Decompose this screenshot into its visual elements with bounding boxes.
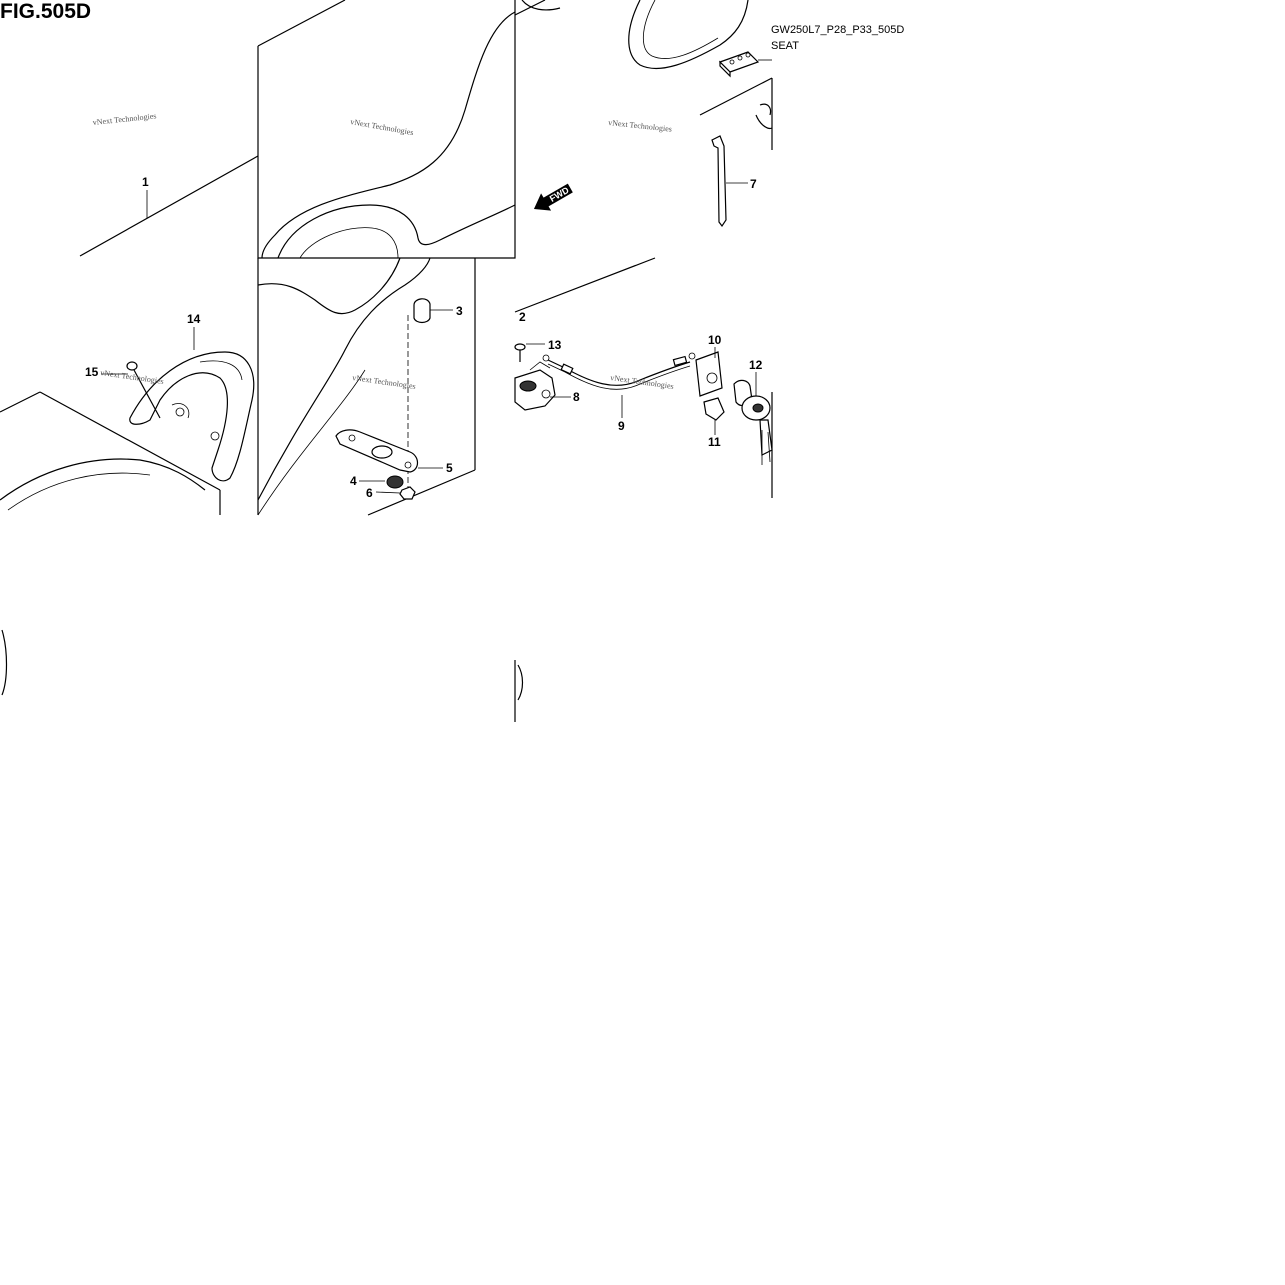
watermark: vNext Technologies [350,117,415,137]
part-6-nut [399,486,416,500]
part-5-plate [335,429,419,473]
watermark: vNext Technologies [352,373,417,391]
callout-15: 15 [85,365,99,379]
part-15-bolt [126,361,161,419]
part-14-grab-rail [129,351,255,482]
connector [718,51,760,78]
seat-body [0,0,773,722]
part-11-clamp [703,397,725,421]
part-4-grommet [386,475,404,489]
callout-10: 10 [708,333,722,347]
part-8-seat-lock [514,361,556,411]
leader-lines [101,59,772,494]
part-9-cable [542,352,696,390]
callout-5: 5 [446,461,453,475]
callout-12: 12 [749,358,763,372]
watermarks: vNext Technologies vNext Technologies vN… [92,111,674,391]
callouts: 1 2 3 4 5 6 7 8 9 10 11 12 13 14 15 [85,175,763,500]
part-10-bracket [695,351,723,397]
callout-7: 7 [750,177,757,191]
figure-title: FIG.505D [0,0,91,23]
fwd-arrow-icon: FWD [533,183,573,211]
part-7-cable-tie [711,135,727,228]
callout-13: 13 [548,338,562,352]
callout-9: 9 [618,419,625,433]
watermark: vNext Technologies [608,118,673,134]
callout-2: 2 [519,310,526,324]
callout-11: 11 [708,435,721,449]
watermark: vNext Technologies [92,111,157,127]
part-13-screw [514,343,526,362]
callout-1: 1 [142,175,149,189]
callout-3: 3 [456,304,463,318]
callout-8: 8 [573,390,580,404]
watermark: vNext Technologies [610,373,675,391]
watermark: vNext Technologies [100,368,165,386]
panel-frames [0,0,773,516]
part-12-lock-set [733,379,773,465]
callout-6: 6 [366,486,373,500]
callout-4: 4 [350,474,357,488]
callout-14: 14 [187,312,201,326]
figure-code: GW250L7_P28_P33_505D [771,24,904,36]
figure-subtitle: SEAT [771,40,799,52]
